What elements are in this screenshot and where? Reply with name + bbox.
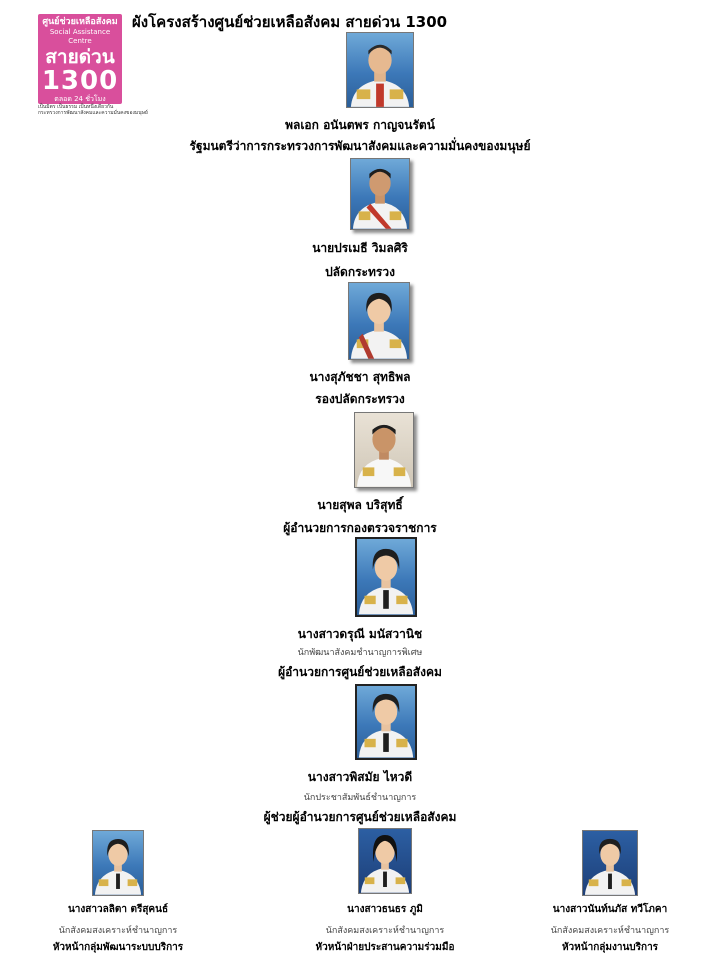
person-position: รัฐมนตรีว่าการกระทรวงการพัฒนาสังคมและควา… (189, 139, 531, 153)
person-rank: นักสังคมสงเคราะห์ชำนาญการ (325, 926, 445, 936)
portrait-figure-icon (350, 292, 408, 359)
portrait-photo (582, 830, 638, 896)
logo-tagline: เป็นมิตร เป็นธรรม เป็นหนึ่งเดียวกัน กระท… (38, 104, 148, 116)
portrait-figure-icon (358, 693, 414, 758)
person-position: หัวหน้ากลุ่มงานบริการ (561, 942, 659, 953)
page-title: ผังโครงสร้างศูนย์ช่วยเหลือสังคม สายด่วน … (132, 13, 448, 31)
person-name: นางสาวธนธร ภูมิ (347, 904, 423, 915)
person-position: หัวหน้ากลุ่มพัฒนาระบบบริการ (52, 942, 184, 953)
person-rank: นักประชาสัมพันธ์ชำนาญการ (303, 793, 417, 803)
sac-1300-logo: ศูนย์ช่วยเหลือสังคม Social Assistance Ce… (38, 14, 122, 104)
portrait-photo (348, 282, 410, 360)
portrait-photo (92, 830, 144, 896)
portrait-photo (354, 412, 414, 488)
portrait-photo (355, 684, 417, 760)
person-name: นางสุภัชชา สุทธิพล (309, 370, 411, 384)
person-position: ผู้ช่วยผู้อำนวยการศูนย์ช่วยเหลือสังคม (263, 810, 457, 824)
portrait-figure-icon (360, 835, 410, 893)
person-position: รองปลัดกระทรวง (315, 392, 405, 406)
portrait-photo (355, 537, 417, 617)
person-name: พลเอก อนันตพร กาญจนรัตน์ (285, 118, 435, 132)
person-name: นางสาวดรุณี มนัสวานิช (297, 627, 423, 641)
person-position: ปลัดกระทรวง (325, 265, 395, 279)
portrait-figure-icon (352, 168, 408, 229)
person-position: หัวหน้าฝ่ายประสานความร่วมมือ (315, 942, 455, 953)
portrait-figure-icon (350, 44, 410, 107)
person-position: ผู้อำนวยการศูนย์ช่วยเหลือสังคม (278, 665, 442, 679)
person-rank: นักสังคมสงเคราะห์ชำนาญการ (58, 926, 178, 936)
person-rank: นักพัฒนาสังคมชำนาญการพิเศษ (297, 648, 423, 658)
person-rank: นักสังคมสงเคราะห์ชำนาญการ (550, 926, 670, 936)
portrait-figure-icon (94, 838, 142, 895)
person-name: นางสาวนันท์นภัส ทวีโภคา (552, 904, 668, 915)
portrait-photo (350, 158, 410, 230)
person-name: นายสุพล บริสุทธิ์ (317, 498, 403, 512)
person-name: นางสาวพิสมัย ไหวดี (307, 770, 413, 784)
person-position: ผู้อำนวยการกองตรวจราชการ (283, 521, 437, 535)
person-name: นางสาวลลิตา ตรีสุคนธ์ (67, 904, 169, 915)
portrait-figure-icon (584, 838, 636, 895)
portrait-figure-icon (358, 548, 414, 615)
portrait-photo (346, 32, 414, 108)
person-name: นายปรเมธี วิมลศิริ (312, 241, 408, 255)
portrait-figure-icon (356, 424, 412, 487)
portrait-photo (358, 828, 412, 894)
